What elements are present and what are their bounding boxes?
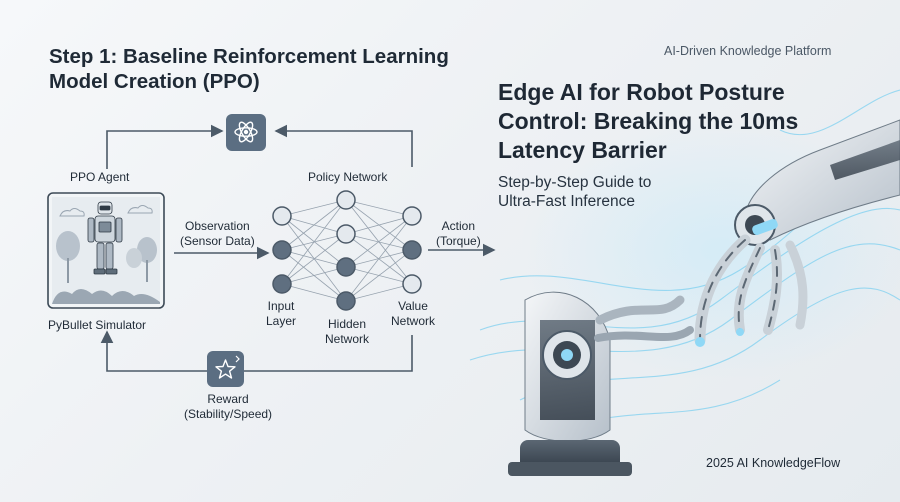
hidden-node (336, 257, 356, 277)
output-node (402, 274, 422, 294)
hidden-node (336, 291, 356, 311)
output-node (402, 206, 422, 226)
loop-top-left-arrow (106, 124, 224, 169)
robot-icon (47, 192, 165, 309)
loop-bottom-left-arrow (100, 330, 207, 372)
input-node (272, 206, 292, 226)
input-node (272, 274, 292, 294)
agent-label: PPO Agent (70, 170, 130, 184)
feedback-loop (100, 124, 496, 372)
input-node (272, 240, 292, 260)
simulator-label: PyBullet Simulator (48, 318, 147, 332)
policy-network-label: Policy Network (308, 170, 388, 184)
output-node (402, 240, 422, 260)
loop-bottom-right-line (244, 335, 413, 372)
main-title: Edge AI for Robot Posture Control: Break… (498, 79, 799, 163)
input-layer-label: Input Layer (266, 299, 297, 328)
platform-tagline: AI-Driven Knowledge Platform (664, 44, 832, 58)
policy-network-diagram (272, 190, 422, 311)
step-title: Step 1: Baseline Reinforcement Learning … (49, 45, 449, 93)
hidden-node (336, 224, 356, 244)
footer-brand: 2025 AI KnowledgeFlow (706, 456, 841, 470)
hidden-network-label: Hidden Network (325, 317, 370, 346)
observation-label: Observation (Sensor Data) (180, 219, 255, 248)
reward-label: Reward (Stability/Speed) (184, 392, 273, 421)
robot-arm-illustration (469, 89, 900, 476)
subtitle: Step-by-Step Guide to Ultra-Fast Inferen… (498, 174, 652, 210)
hidden-node (336, 190, 356, 210)
star-icon (207, 351, 244, 387)
atom-icon (226, 114, 266, 151)
loop-top-right-arrow (274, 124, 413, 167)
value-network-label: Value Network (391, 299, 436, 328)
action-label: Action (Torque) (436, 219, 481, 248)
